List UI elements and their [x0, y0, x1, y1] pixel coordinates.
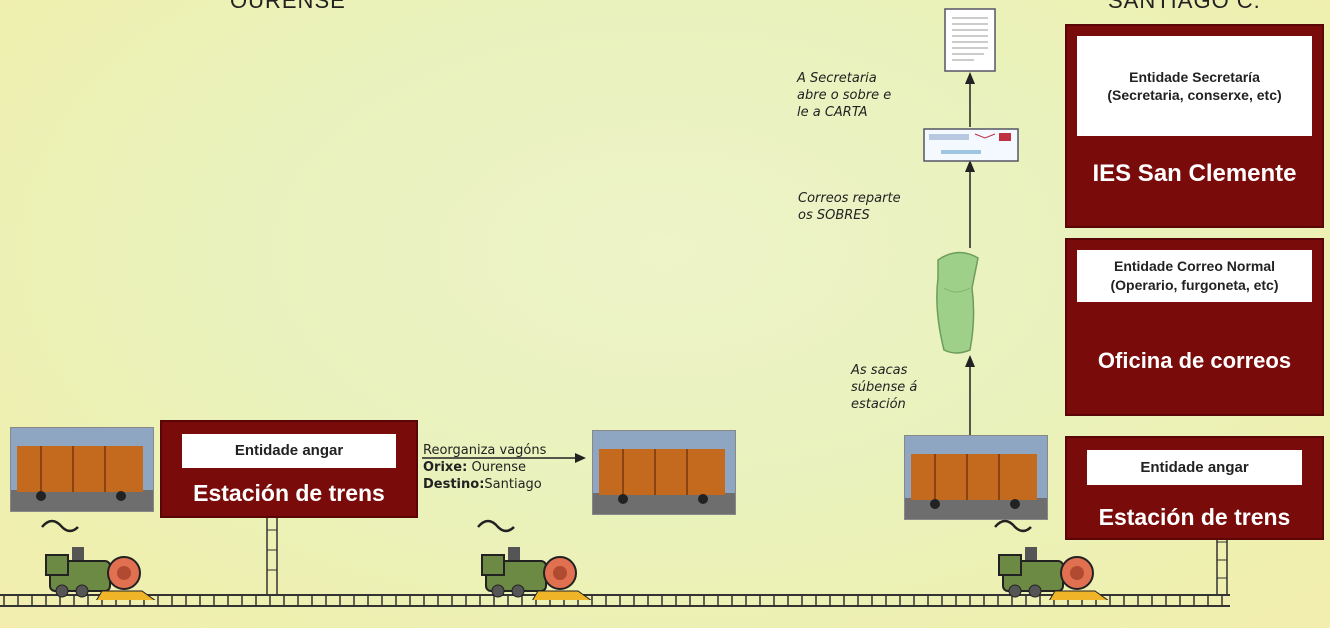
note-line: le a CARTA: [797, 105, 868, 120]
note-post-delivers: Correos reparte os SOBRES: [798, 190, 901, 224]
school-entity-sub: (Secretaria, conserxe, etc): [1107, 87, 1282, 103]
wagon-photo-right: [904, 435, 1048, 520]
locomotive-icon: [477, 519, 592, 600]
school-box: Entidade Secretaría (Secretaria, conserx…: [1065, 24, 1324, 228]
locomotive-icon: [41, 519, 156, 600]
note-line: estación: [851, 397, 906, 412]
wagon-photo-left: [10, 427, 154, 512]
city-right-title: SANTIAGO C.: [1108, 0, 1261, 13]
left-station-box: Entidade angar Estación de trens: [160, 420, 418, 518]
ladder-right: [1216, 530, 1228, 595]
destination-value: Santiago: [484, 477, 542, 492]
locomotive-icon: [994, 519, 1109, 600]
school-name: IES San Clemente: [1092, 160, 1297, 187]
note-line: os SOBRES: [798, 208, 870, 223]
letter-document-icon: [944, 8, 996, 72]
city-left-title: OURENSE: [230, 0, 346, 13]
note-line: Correos reparte: [798, 191, 901, 206]
wagon-photo-middle: [592, 430, 736, 515]
left-station-entity: Entidade angar: [182, 434, 396, 468]
note-line: súbense á: [851, 380, 918, 395]
destination-label: Destino:: [423, 477, 485, 492]
school-entity-box: Entidade Secretaría (Secretaria, conserx…: [1077, 36, 1312, 136]
post-office-entity-box: Entidade Correo Normal (Operario, furgon…: [1077, 250, 1312, 302]
reorganize-title: Reorganiza vagóns: [423, 443, 547, 458]
note-line: abre o sobre e: [797, 88, 892, 103]
ladder-left: [266, 515, 278, 595]
right-station-entity: Entidade angar: [1087, 450, 1302, 485]
origin-label: Orixe:: [423, 460, 468, 475]
reorganize-arrow: [422, 453, 586, 463]
mail-bag-icon: [936, 251, 979, 354]
post-office-box: Entidade Correo Normal (Operario, furgon…: [1065, 238, 1324, 416]
right-station-name: Estación de trens: [1098, 504, 1291, 530]
note-secretary-reads: A Secretaria abre o sobre e le a CARTA: [797, 70, 891, 121]
envelope-icon: [923, 128, 1019, 162]
note-bags-to-station: As sacas súbense á estación: [851, 362, 917, 413]
note-line: A Secretaria: [797, 71, 877, 86]
flow-arrows: [965, 72, 975, 435]
note-line: As sacas: [851, 363, 908, 378]
post-office-entity: Entidade Correo Normal: [1113, 258, 1276, 274]
left-station-name: Estación de trens: [193, 480, 385, 506]
railway-track: [0, 594, 1230, 607]
post-office-entity-sub: (Operario, furgoneta, etc): [1110, 277, 1279, 293]
reorganize-note: Reorganiza vagóns Orixe: Ourense Destino…: [423, 442, 546, 493]
school-entity: Entidade Secretaría: [1129, 69, 1260, 85]
origin-value: Ourense: [471, 460, 527, 475]
post-office-name: Oficina de correos: [1097, 348, 1292, 373]
right-station-box: Entidade angar Estación de trens: [1065, 436, 1324, 540]
